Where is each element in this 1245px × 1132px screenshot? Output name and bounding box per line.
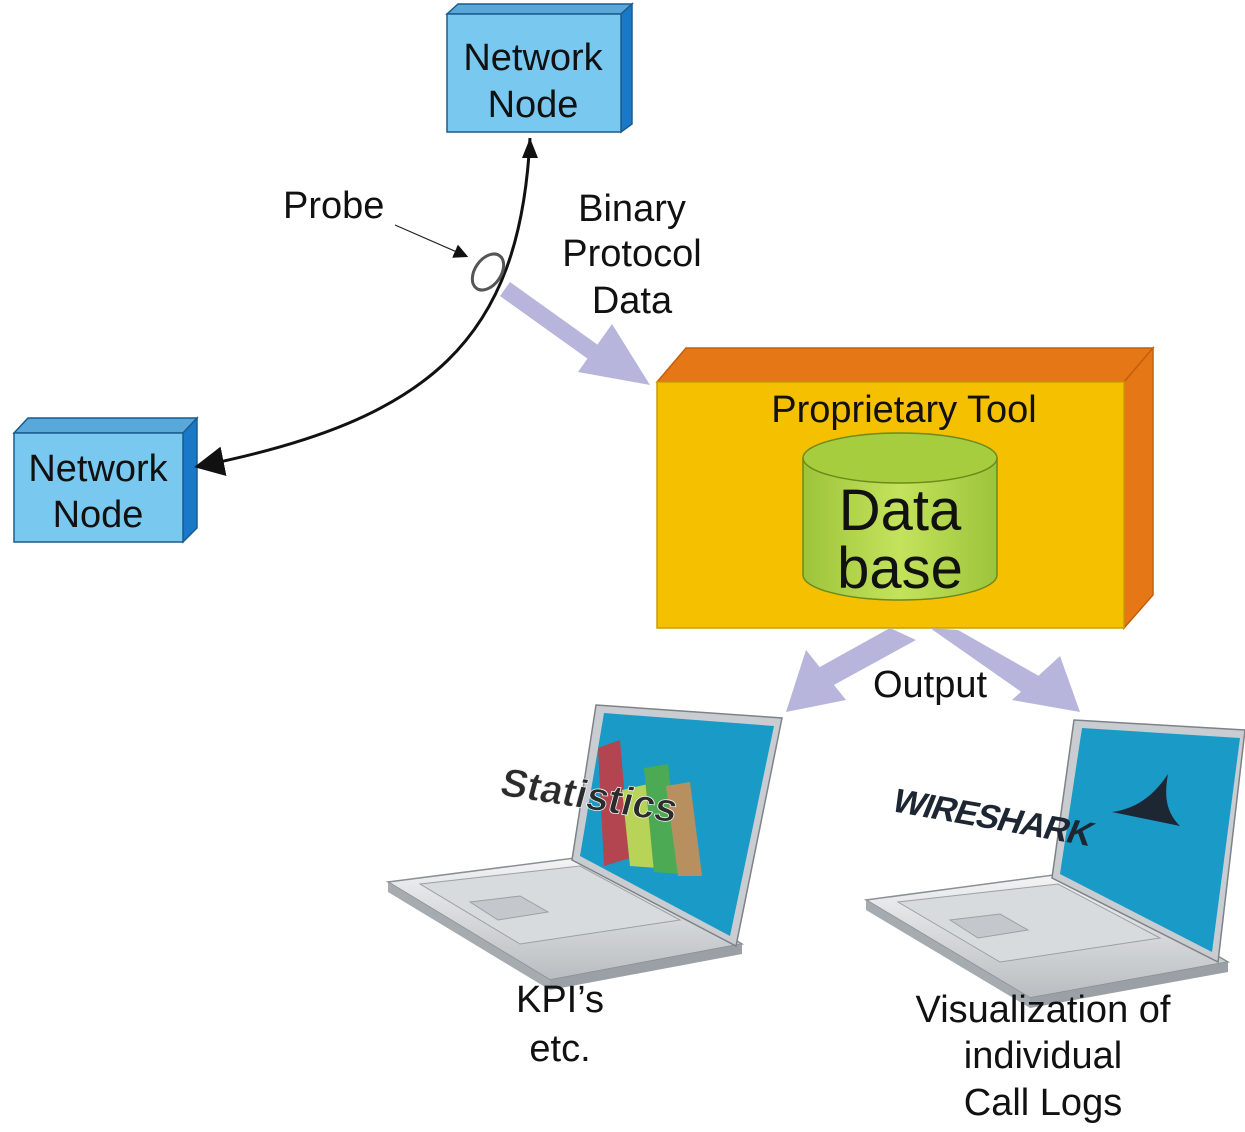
- visualization-caption-line3: Call Logs: [964, 1082, 1122, 1124]
- laptop-statistics: Statistics: [385, 704, 783, 990]
- database-label-line1: Data: [839, 478, 962, 543]
- binary-label-line1: Binary: [578, 188, 686, 230]
- database-cylinder: Data base: [802, 432, 998, 601]
- kpi-caption-line1: KPI’s: [516, 979, 604, 1021]
- visualization-caption-line1: Visualization of: [916, 989, 1171, 1031]
- network-node-top-label-line1: Network: [463, 37, 603, 79]
- network-link-arrowhead-top: [522, 138, 538, 158]
- laptop-wireshark: WIRESHARK: [863, 719, 1245, 1008]
- output-label: Output: [873, 664, 988, 706]
- database-label-line2: base: [837, 536, 963, 601]
- binary-data-arrow: [500, 282, 650, 385]
- network-link-curve: [194, 137, 532, 476]
- stat-bar-4: [666, 782, 702, 876]
- kpi-caption-line2: etc.: [529, 1028, 590, 1070]
- binary-label-line3: Data: [592, 280, 673, 322]
- stat-bar-1: [598, 740, 630, 866]
- output-arrow-right: [930, 628, 1080, 712]
- probe-label: Probe: [283, 185, 384, 227]
- network-node-top: Network Node: [445, 2, 634, 134]
- network-node-left-label-line2: Node: [53, 494, 144, 536]
- output-arrow-left: [786, 628, 916, 712]
- probe-ring: [470, 252, 506, 292]
- network-node-left: Network Node: [12, 416, 199, 544]
- shark-fin-icon: [1112, 774, 1180, 826]
- network-node-left-label-line1: Network: [28, 448, 168, 490]
- network-node-top-label-line2: Node: [488, 84, 579, 126]
- visualization-caption-line2: individual: [964, 1035, 1122, 1077]
- probe-pointer-line: [394, 224, 469, 258]
- tool-title: Proprietary Tool: [771, 389, 1036, 431]
- binary-label-line2: Protocol: [562, 233, 701, 275]
